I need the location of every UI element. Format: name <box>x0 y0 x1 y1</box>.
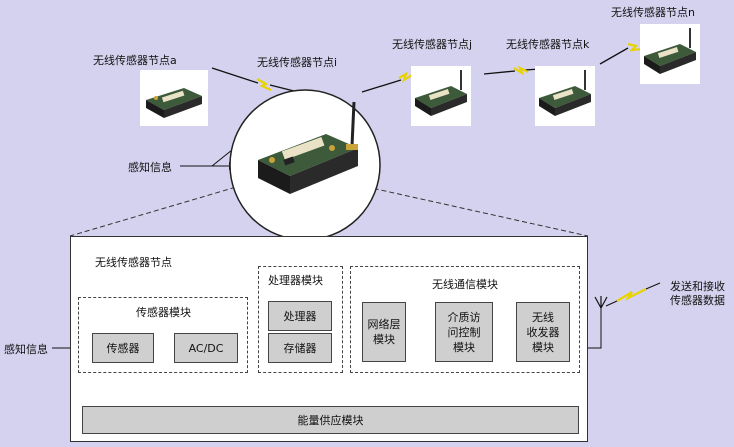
sense-info-label-top: 感知信息 <box>128 161 172 174</box>
sensor-module-title: 传感器模块 <box>136 306 191 319</box>
sensor-node-image-n <box>640 24 700 84</box>
node-label-n: 无线传感器节点n <box>611 6 695 19</box>
node-label-j: 无线传感器节点j <box>392 38 473 51</box>
node-label-a: 无线传感器节点a <box>93 54 177 67</box>
antenna-icon <box>594 296 608 309</box>
sensor-module-group <box>78 297 248 373</box>
memory-box: 存储器 <box>268 333 332 363</box>
node-label-i: 无线传感器节点i <box>257 56 338 69</box>
sensor-node-image-j <box>411 66 471 126</box>
sensor-node-image-i-magnified <box>229 89 381 241</box>
radio-bolt-k-n-icon <box>627 42 643 52</box>
radio-link-j-k <box>483 68 541 75</box>
send-receive-label: 发送和接收 传感器数据 <box>670 280 725 307</box>
sensor-node-image-k <box>535 66 595 126</box>
wireless-sensor-node-title: 无线传感器节点 <box>95 256 172 269</box>
power-supply-box: 能量供应模块 <box>82 406 579 434</box>
radio-bolt-a-i-icon <box>256 78 272 92</box>
processor-module-title: 处理器模块 <box>268 274 323 287</box>
sense-info-label-left: 感知信息 <box>4 343 48 356</box>
comm-module-group <box>350 266 580 373</box>
adc-box: AC/DC <box>174 333 238 363</box>
radio-bolt-antenna-icon <box>616 288 647 302</box>
radio-bolt-j-k-icon <box>513 65 529 76</box>
node-label-k: 无线传感器节点k <box>506 38 590 51</box>
processor-box: 处理器 <box>268 301 332 331</box>
mac-box: 介质访 问控制 模块 <box>435 302 493 362</box>
network-layer-box: 网络层 模块 <box>362 302 406 362</box>
sensor-box: 传感器 <box>92 333 154 363</box>
processor-module-group <box>258 266 343 373</box>
radio-bolt-i-j-icon <box>398 71 413 83</box>
transceiver-box: 无线 收发器 模块 <box>516 302 570 362</box>
comm-module-title: 无线通信模块 <box>432 278 498 291</box>
sensor-node-image-a <box>140 70 208 126</box>
